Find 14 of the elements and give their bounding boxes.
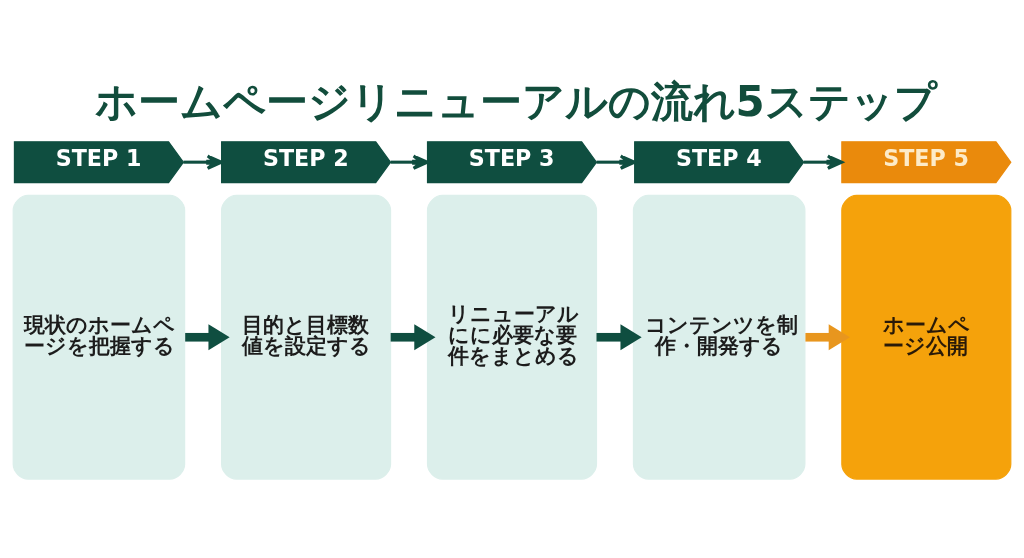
arrow [390,154,429,170]
arrow [803,154,844,170]
arrow [183,154,223,170]
arrow [185,324,230,351]
node-box: 目的と目標数値を設定する [221,194,392,480]
arrow [390,324,436,351]
node-box: リニューアルにに必要な要件をまとめる [426,194,598,480]
arrow [805,324,850,351]
node-box: ホームページ公開 [841,194,1012,480]
arrow [596,324,642,351]
arrow [596,154,636,170]
node-box: 現状のホームページを把握する [12,194,186,480]
diagram-title: ホームページリニューアルの流れ5ステップ [94,77,937,127]
node-box: コンテンツを制作・開発する [632,194,806,480]
